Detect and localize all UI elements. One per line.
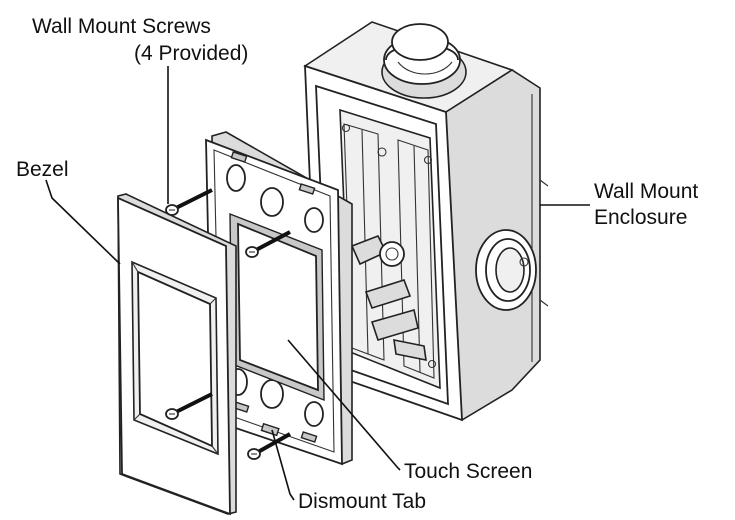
leader-touch-screen xyxy=(287,339,401,471)
screw-top-left xyxy=(165,188,213,216)
label-enclosure: Enclosure xyxy=(594,206,687,229)
label-touch-screen: Touch Screen xyxy=(404,460,532,483)
leader-lines xyxy=(45,66,590,501)
label-bezel: Bezel xyxy=(16,158,69,181)
label-wall-mount-screws: Wall Mount Screws xyxy=(32,15,211,38)
screw-top-right xyxy=(245,230,291,258)
leader-bezel xyxy=(45,179,121,265)
screw-bottom-left xyxy=(165,392,213,420)
leader-dismount-tab xyxy=(271,429,295,501)
screw-bottom-right xyxy=(247,432,291,460)
label-wall-mount: Wall Mount xyxy=(594,180,698,203)
label-dismount-tab: Dismount Tab xyxy=(298,490,426,513)
touch-screen-unit xyxy=(205,131,353,466)
bezel xyxy=(117,193,237,516)
label-four-provided: (4 Provided) xyxy=(134,42,248,65)
